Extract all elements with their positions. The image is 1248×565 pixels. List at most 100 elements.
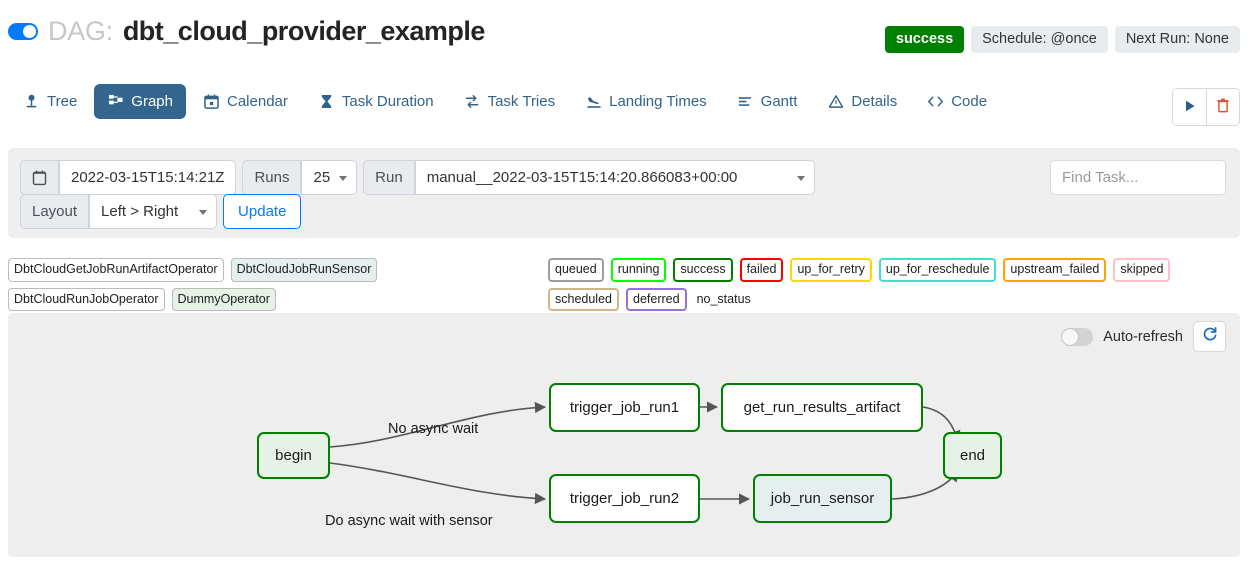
graph-node-trigger-job-run1[interactable]: trigger_job_run1 [549,383,700,432]
runs-label: Runs [242,160,302,195]
refresh-button[interactable] [1193,321,1226,352]
status-chip-up-for-reschedule[interactable]: up_for_reschedule [878,258,997,282]
layout-group: Layout Left > Right [20,194,218,229]
tab-label: Task Duration [341,93,434,110]
hourglass-icon [318,93,335,110]
tab-label: Code [951,93,988,110]
status-chip-queued[interactable]: queued [548,258,604,282]
header-badges: success Schedule: @once Next Run: None [884,26,1240,54]
status-chip-upstream-failed[interactable]: upstream_failed [1003,258,1107,282]
chevron-down-icon [796,175,805,181]
schedule-badge: Schedule: @once [971,26,1108,54]
gantt-icon [737,93,754,110]
landing-icon [585,93,602,110]
graph-icon [107,93,124,110]
tab-landing-times[interactable]: Landing Times [572,84,720,119]
dag-controls-panel: 2022-03-15T15:14:21Z Runs 25 Run manual_… [8,148,1240,238]
edge-begin-to-trigger2 [329,462,547,505]
operator-chip[interactable]: DbtCloudRunJobOperator [8,287,165,311]
update-button[interactable]: Update [223,194,302,229]
tab-label: Task Tries [487,93,556,110]
dag-name: dbt_cloud_provider_example [122,16,486,46]
dag-run-value: manual__2022-03-15T15:14:20.866083+00:00 [426,169,738,186]
operator-chip[interactable]: DbtCloudGetJobRunArtifactOperator [8,258,224,282]
tab-label: Gantt [760,93,798,110]
retry-icon [464,93,481,110]
tab-graph[interactable]: Graph [94,84,186,119]
operator-chip[interactable]: DummyOperator [171,287,276,311]
dag-pause-toggle[interactable] [8,23,38,40]
operator-chip[interactable]: DbtCloudJobRunSensor [230,258,378,282]
layout-select[interactable]: Left > Right [89,194,218,229]
tab-details[interactable]: Details [814,84,910,119]
auto-refresh-label: Auto-refresh [1103,328,1183,345]
operator-legend: DbtCloudGetJobRunArtifactOperator DbtClo… [8,258,538,311]
tab-label: Tree [47,93,78,110]
edge-label-no-async-wait: No async wait [388,421,479,437]
node-label: end [959,447,986,464]
num-runs-select[interactable]: 25 [301,160,358,195]
graph-node-end[interactable]: end [943,432,1002,479]
find-task-input[interactable] [1050,160,1226,195]
status-badge: success [884,26,965,54]
auto-refresh-toggle[interactable] [1061,327,1094,346]
tab-label: Landing Times [609,93,707,110]
chevron-down-icon [199,209,208,215]
base-date-input[interactable]: 2022-03-15T15:14:21Z [59,160,237,195]
dag-title: DAG: dbt_cloud_provider_example [8,16,485,47]
node-label: job_run_sensor [770,490,875,507]
tab-label: Calendar [227,93,288,110]
dag-graph-panel: Auto-refresh [8,313,1240,557]
status-chip-skipped[interactable]: skipped [1113,258,1171,282]
node-label: begin [275,447,312,464]
run-group: Run manual__2022-03-15T15:14:20.866083+0… [363,160,815,195]
layout-label: Layout [20,194,90,229]
node-label: trigger_job_run2 [569,490,680,507]
node-label: trigger_job_run1 [569,399,680,416]
graph-node-job-run-sensor[interactable]: job_run_sensor [753,474,892,523]
status-chip-success[interactable]: success [673,258,733,282]
tab-code[interactable]: Code [914,84,1000,119]
trigger-dag-button[interactable] [1173,89,1206,125]
tab-label: Details [851,93,898,110]
graph-node-begin[interactable]: begin [257,432,330,479]
status-chip-no-status: no_status [696,291,751,306]
run-label: Run [363,160,415,195]
tree-icon [23,93,40,110]
chevron-down-icon [339,175,348,181]
page-header: DAG: dbt_cloud_provider_example success … [0,16,1248,60]
view-tabbar: Tree Graph Calendar Task Duration [0,84,1248,130]
calendar-icon [20,160,59,195]
tab-gantt[interactable]: Gantt [724,84,811,119]
trash-icon [1216,98,1230,116]
next-run-badge: Next Run: None [1114,26,1240,54]
dag-run-select[interactable]: manual__2022-03-15T15:14:20.866083+00:00 [414,160,815,195]
num-runs-value: 25 [313,169,331,186]
status-chip-deferred[interactable]: deferred [626,287,687,311]
tab-calendar[interactable]: Calendar [190,84,301,119]
runs-group: Runs 25 [242,160,358,195]
status-chip-up-for-retry[interactable]: up_for_retry [790,258,872,282]
dag-action-buttons [1172,88,1240,126]
layout-value: Left > Right [101,203,179,220]
tab-task-duration[interactable]: Task Duration [305,84,447,119]
delete-dag-button[interactable] [1206,89,1239,125]
tab-tree[interactable]: Tree [10,84,90,119]
tab-task-tries[interactable]: Task Tries [451,84,569,119]
status-chip-failed[interactable]: failed [739,258,784,282]
edge-label-do-async-wait: Do async wait with sensor [325,513,493,529]
code-icon [927,93,944,110]
graph-toolbar: Auto-refresh [1061,321,1226,352]
status-legend: queued running success failed up_for_ret… [548,258,1248,311]
node-label: get_run_results_artifact [743,399,901,416]
tab-label: Graph [131,93,173,110]
graph-node-trigger-job-run2[interactable]: trigger_job_run2 [549,474,700,523]
graph-canvas[interactable]: begin trigger_job_run1 get_run_results_a… [8,313,1240,557]
play-icon [1183,99,1197,116]
status-chip-scheduled[interactable]: scheduled [548,287,619,311]
refresh-icon [1202,326,1218,347]
status-chip-running[interactable]: running [610,258,667,282]
calendar-icon [203,93,220,110]
graph-node-get-run-results-artifact[interactable]: get_run_results_artifact [721,383,923,432]
